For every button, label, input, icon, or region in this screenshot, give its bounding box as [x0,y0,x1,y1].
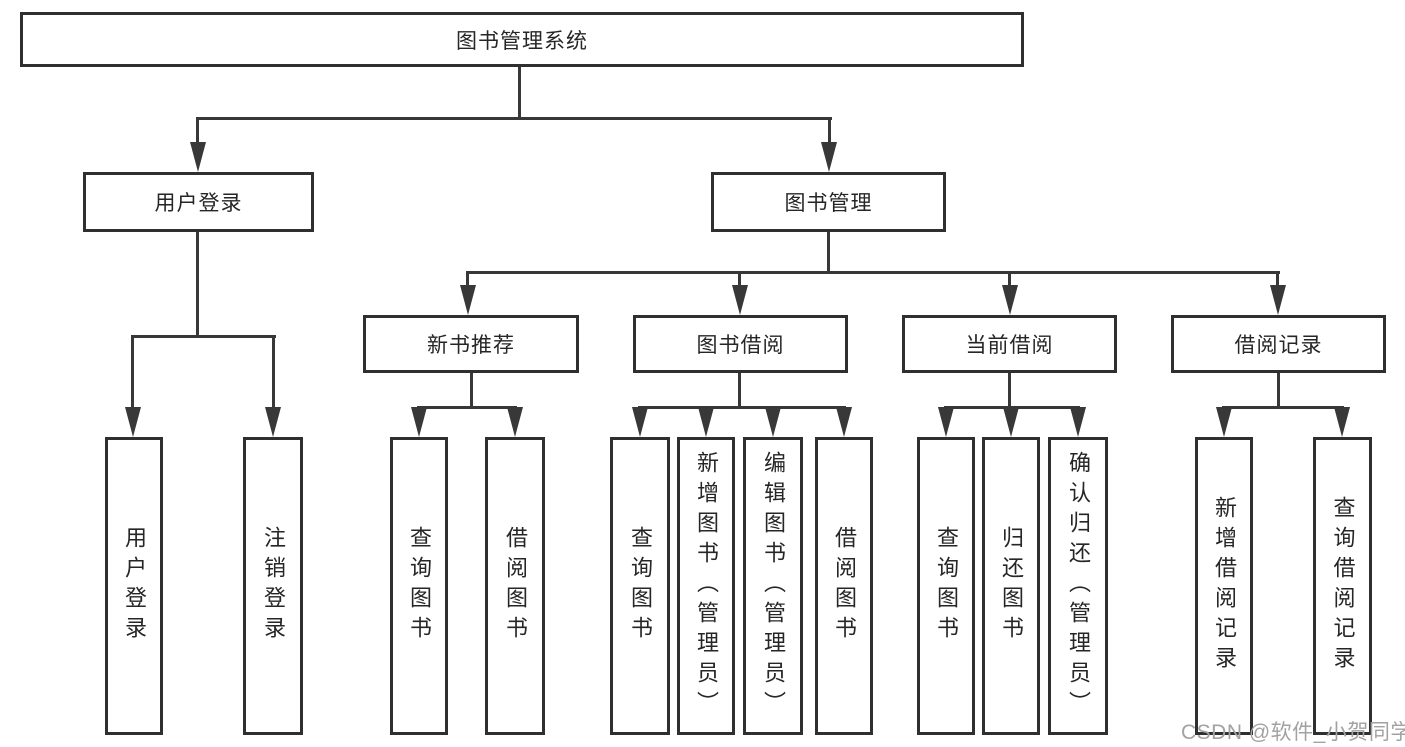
node-leaf-borrow-books: 借阅图书 [815,437,873,735]
node-leaf-logout: 注销登录 [243,437,303,735]
arrow-to-leaf-logout [265,407,281,437]
node-leaf-query-borrow-record: 查询借阅记录 [1313,437,1372,735]
node-label: 借阅记录 [1234,334,1323,357]
arrow-to-return-books [1003,407,1019,437]
node-leaf-query-books-recommend: 查询图书 [390,437,448,735]
arrow-to-leaf-user-login [125,407,141,437]
node-leaf-confirm-return-admin: 确认归还（管理员） [1048,437,1108,735]
node-book-borrowing: 图书借阅 [633,315,848,373]
connector-current-borrowing-stem [1008,373,1011,408]
node-leaf-borrow-books-recommend: 借阅图书 [485,437,545,735]
connector-borrowing-records-bus [1222,406,1344,409]
connector-new-book-recommend-stem [470,373,473,408]
node-leaf-query-books-current: 查询图书 [917,437,975,735]
node-label: 确认归还（管理员） [1066,451,1091,721]
connector-new-book-recommend-bus [417,406,517,409]
node-label: 借阅图书 [832,526,857,646]
node-label: 注销登录 [261,526,286,646]
connector-drop-book-management [828,117,831,145]
arrow-to-query-books-current [938,407,954,437]
node-label: 查询借阅记录 [1330,496,1356,676]
arrow-to-new-book-recommend [460,285,476,315]
arrow-to-edit-books-admin [765,407,781,437]
node-book-management: 图书管理 [711,172,946,232]
arrow-to-add-borrow-record [1216,407,1232,437]
csdn-watermark: CSDN @软件_小贺同学 [1181,721,1405,744]
connector-user-login-stem [196,232,199,338]
connector-root-bus [196,117,832,120]
node-label: 当前借阅 [965,334,1054,357]
node-label: 图书管理系统 [456,29,588,53]
node-label: 归还图书 [999,526,1024,646]
connector-book-management-bus [466,271,1280,274]
node-label: 查询图书 [934,526,959,646]
connector-drop-current-borrowing [1008,271,1011,287]
connector-drop-leaf-user-login [131,335,134,409]
node-leaf-user-login: 用户登录 [105,437,163,735]
arrow-to-user-login [190,142,206,172]
arrow-to-book-management [821,142,837,172]
node-label: 借阅图书 [503,526,528,646]
connector-book-management-stem [827,232,830,274]
node-label: 新增借阅记录 [1212,496,1237,676]
node-borrowing-records: 借阅记录 [1171,315,1386,373]
arrow-to-borrow-books-recommend [507,407,523,437]
node-leaf-return-books: 归还图书 [982,437,1040,735]
connector-user-login-bus [131,335,276,338]
node-label: 查询图书 [628,526,653,646]
node-label: 图书管理 [784,192,873,215]
arrow-to-query-borrow-record [1334,407,1350,437]
arrow-to-add-books-admin [698,407,714,437]
node-label: 图书借阅 [696,334,785,357]
arrow-to-confirm-return-admin [1070,407,1086,437]
node-leaf-add-borrow-record: 新增借阅记录 [1195,437,1253,735]
node-user-login: 用户登录 [83,172,314,232]
connector-drop-borrowing-records [1276,271,1279,287]
connector-drop-leaf-logout [272,335,275,409]
node-leaf-edit-books-admin: 编辑图书（管理员） [743,437,803,735]
node-label: 查询图书 [407,526,432,646]
connector-book-borrowing-stem [738,373,741,408]
node-current-borrowing: 当前借阅 [902,315,1117,373]
arrow-to-borrow-books [836,407,852,437]
connector-drop-user-login [196,117,199,145]
connector-book-borrowing-bus [638,406,846,409]
arrow-to-current-borrowing [1002,285,1018,315]
connector-drop-book-borrowing [738,271,741,287]
node-new-book-recommend: 新书推荐 [363,315,579,373]
node-label: 新书推荐 [427,334,515,357]
node-leaf-query-books-borrowing: 查询图书 [610,437,670,735]
node-leaf-add-books-admin: 新增图书（管理员） [677,437,735,735]
node-label: 编辑图书（管理员） [761,451,786,721]
node-library-management-system: 图书管理系统 [20,12,1024,67]
connector-borrowing-records-stem [1277,373,1280,408]
node-label: 用户登录 [122,526,147,646]
connector-drop-new-book-recommend [466,271,469,287]
arrow-to-query-books-recommend [411,407,427,437]
arrow-to-query-books-borrowing [632,407,648,437]
arrow-to-borrowing-records [1270,285,1286,315]
node-label: 用户登录 [154,192,243,215]
node-label: 新增图书（管理员） [694,451,719,721]
arrow-to-book-borrowing [732,285,748,315]
connector-root-stem [518,67,521,118]
